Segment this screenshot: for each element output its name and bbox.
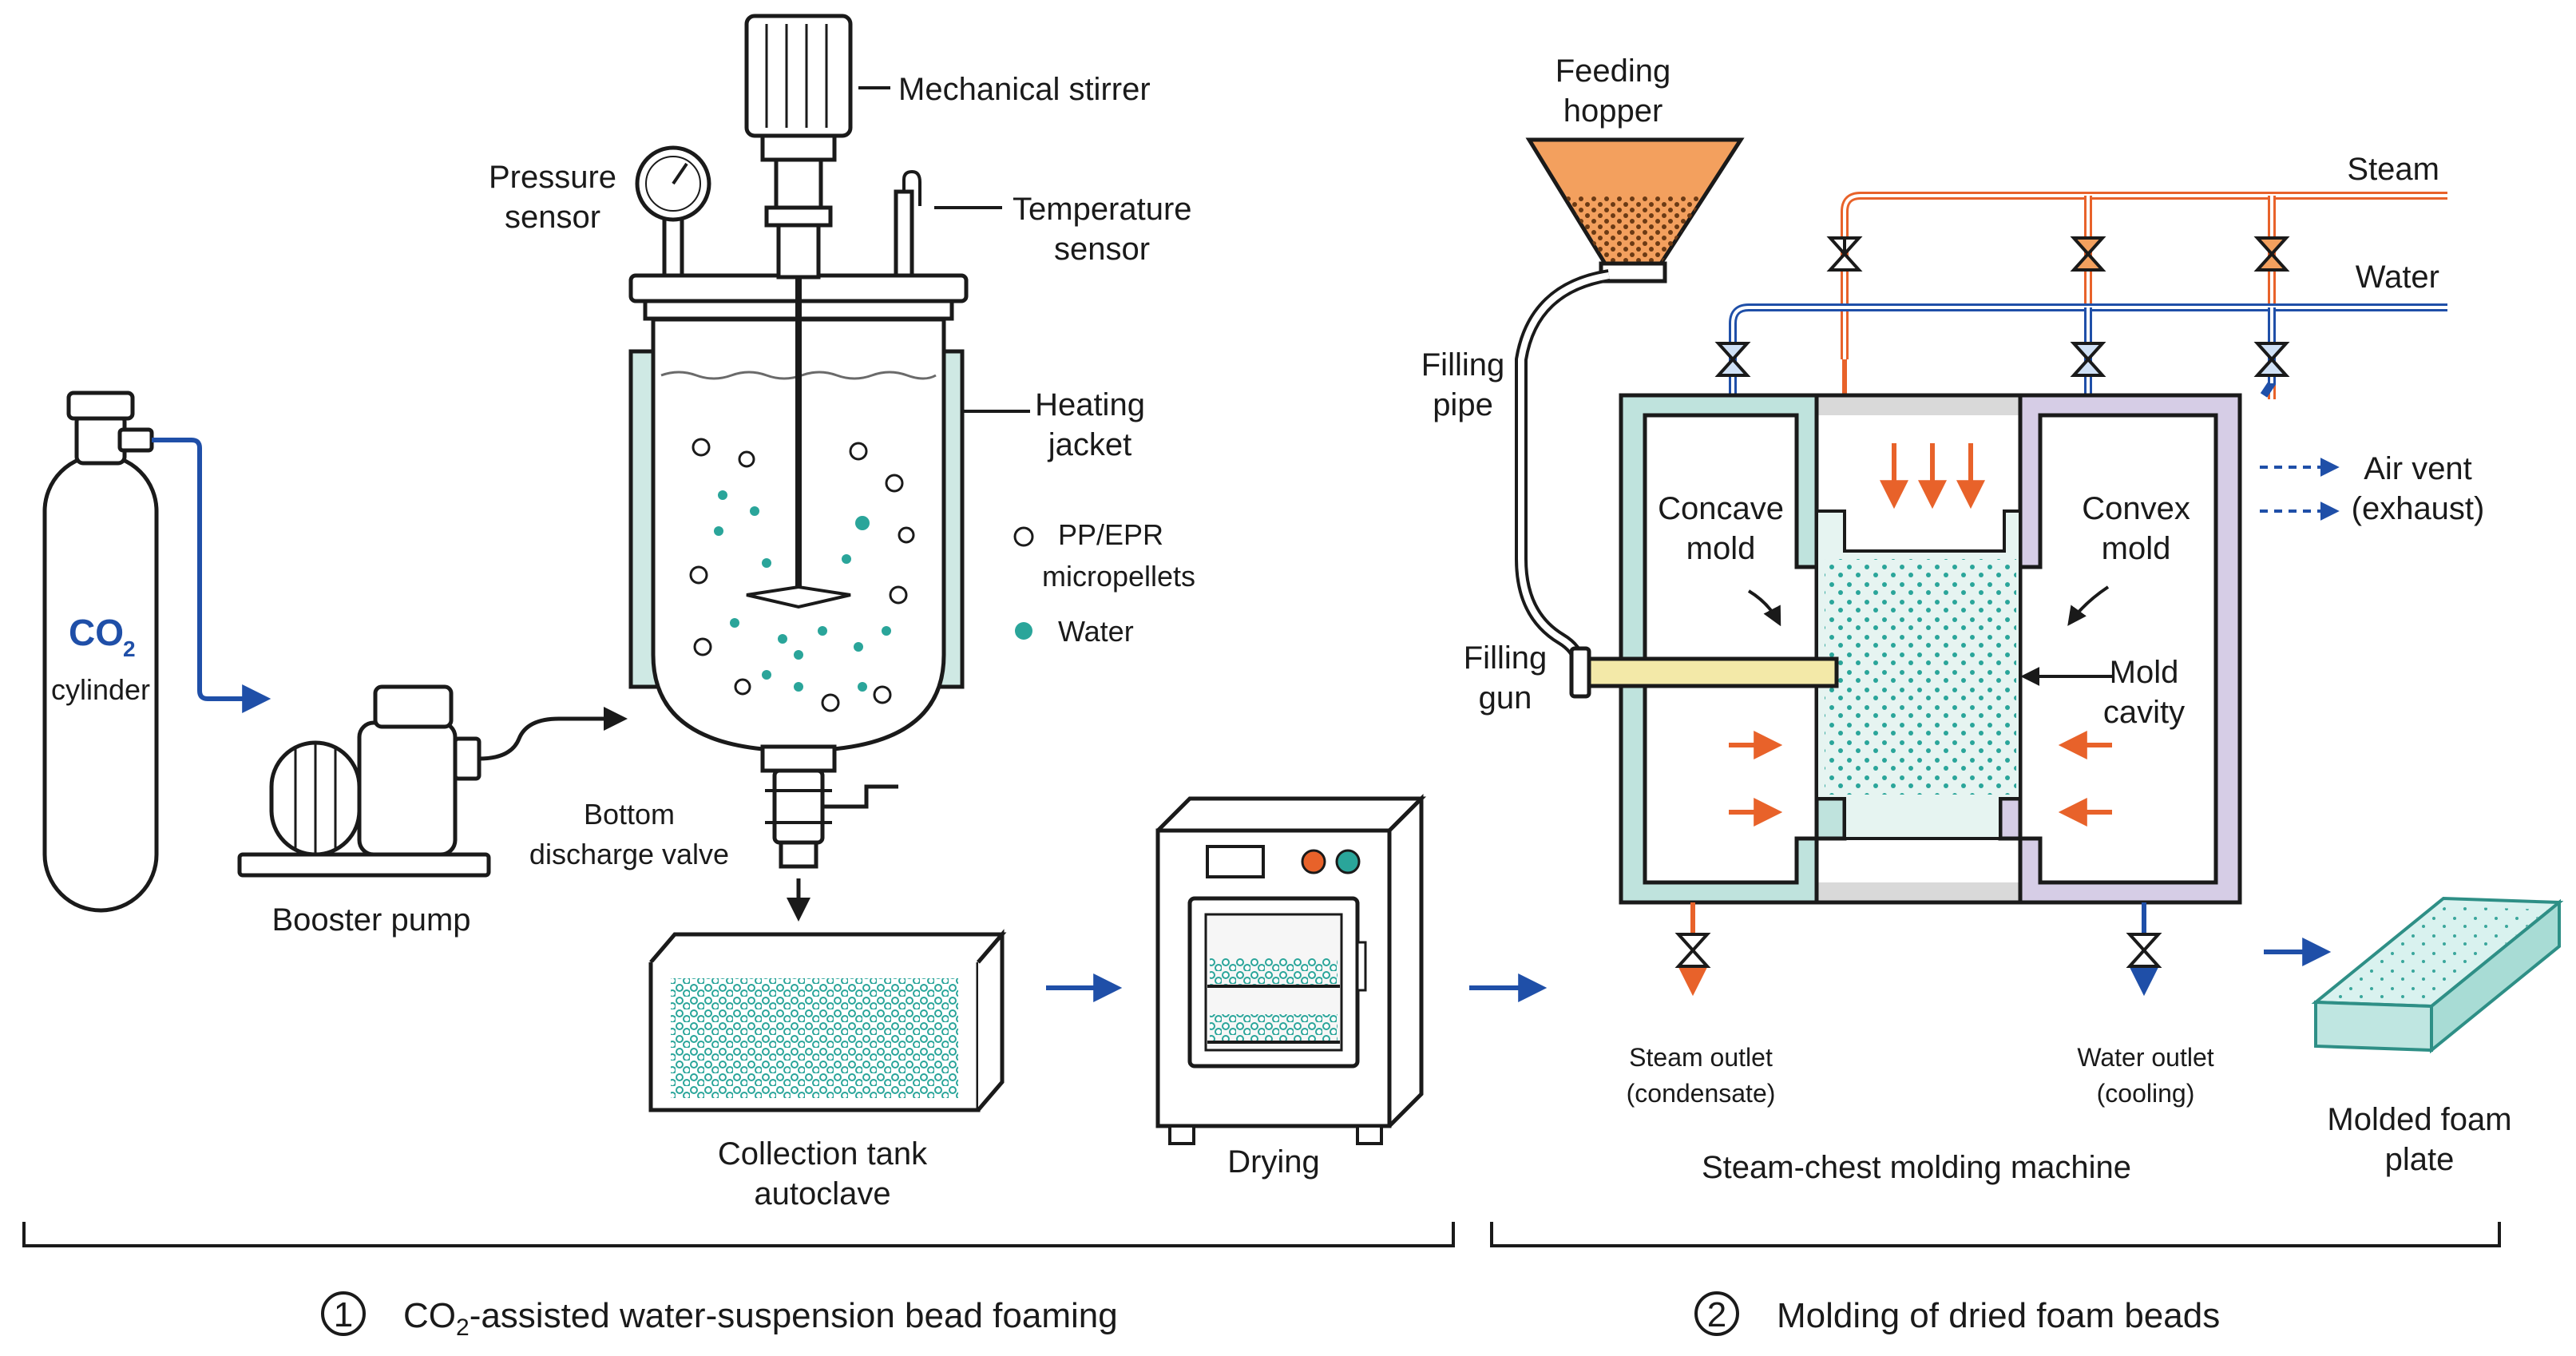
steam-outlet-valve	[1674, 933, 1711, 968]
convex-leader	[2067, 585, 2110, 626]
bottom-discharge-valve	[772, 768, 825, 845]
pressure-sensor-label-2: sensor	[505, 200, 600, 235]
section-1-title: CO2-assisted water-suspension bead foami…	[403, 1296, 1118, 1341]
drying-label: Drying	[1227, 1144, 1320, 1180]
foam-plate-label-2: plate	[2385, 1142, 2455, 1177]
legend-pellets-label-2: micropellets	[1042, 560, 1195, 593]
concave-mold-label-2: mold	[1686, 531, 1756, 566]
air-vent-label-2: (exhaust)	[2352, 491, 2485, 526]
filling-pipe-label-2: pipe	[1433, 387, 1493, 422]
feeding-hopper	[1525, 137, 1745, 283]
molding-machine-label: Steam-chest molding machine	[1702, 1150, 2131, 1185]
section-1-badge	[321, 1291, 366, 1336]
legend-pellet-icon	[1013, 526, 1034, 547]
water-label: Water	[2356, 260, 2439, 295]
steam-valve-2	[2070, 236, 2106, 272]
section-2-badge	[1694, 1291, 1739, 1336]
section-1-sub: 2	[456, 1314, 470, 1341]
legend-pellets-label-1: PP/EPR	[1058, 518, 1163, 551]
booster-pump-label: Booster pump	[271, 902, 470, 938]
concave-leader	[1747, 589, 1781, 627]
section-1-number: 1	[334, 1295, 353, 1334]
molded-foam-plate	[2311, 896, 2564, 1054]
concave-mold-label-1: Concave	[1658, 491, 1784, 526]
foam-plate-label-1: Molded foam	[2327, 1102, 2511, 1137]
convex-mold-label-1: Convex	[2082, 491, 2190, 526]
collection-tank	[648, 929, 1007, 1112]
co2-cylinder-label: cylinder	[51, 673, 150, 706]
bottom-valve-label-2: discharge valve	[529, 838, 729, 870]
collection-tank-label-1: Collection tank	[718, 1136, 928, 1172]
co2-subscript: 2	[123, 636, 136, 661]
temperature-sensor-label-2: sensor	[1054, 232, 1150, 267]
co2-feed-line	[152, 438, 271, 713]
feeding-hopper-label-1: Feeding	[1556, 54, 1671, 89]
section-2-bracket	[1490, 1222, 2501, 1247]
section-2-title: Molding of dried foam beads	[1777, 1296, 2220, 1335]
legend-water-label: Water	[1058, 615, 1134, 648]
water-outlet-label-1: Water outlet	[2077, 1043, 2213, 1072]
steam-valve-3	[2253, 236, 2290, 272]
co2-label: CO	[69, 612, 124, 653]
section-1-pre: CO	[403, 1296, 456, 1335]
filling-gun	[1569, 646, 1839, 699]
temperature-sensor-label-1: Temperature	[1013, 192, 1192, 227]
water-valve-2	[2070, 342, 2106, 377]
bottom-valve-label-1: Bottom	[584, 798, 675, 831]
filling-pipe	[1518, 272, 1610, 664]
booster-pump: Booster pump	[237, 684, 491, 938]
filling-gun-label-2: gun	[1479, 680, 1532, 716]
section-1-bracket	[22, 1222, 1455, 1247]
reactor-vessel	[628, 240, 969, 869]
temperature-sensor	[894, 169, 1002, 278]
convex-mold-label-2: mold	[2102, 531, 2171, 566]
steam-outlet-label-1: Steam outlet	[1629, 1043, 1773, 1072]
mechanical-stirrer-label: Mechanical stirrer	[898, 72, 1151, 107]
drying-oven	[1155, 793, 1427, 1145]
water-outlet-valve	[2126, 933, 2162, 968]
pump-to-reactor-line	[478, 707, 628, 761]
filling-pipe-outer	[1515, 269, 1611, 664]
steam-valve-1	[1826, 236, 1863, 272]
heating-jacket-label-1: Heating	[1035, 387, 1145, 422]
collection-tank-label-2: autoclave	[754, 1176, 890, 1211]
filling-pipe-label-1: Filling	[1421, 347, 1504, 383]
water-valve-1	[1714, 342, 1751, 377]
mold-cavity-label-1: Mold	[2110, 655, 2179, 690]
feeding-hopper-label-2: hopper	[1563, 93, 1663, 129]
section-2-number: 2	[1707, 1295, 1726, 1334]
water-outlet-label-2: (cooling)	[2097, 1079, 2195, 1108]
pressure-gauge	[635, 145, 711, 278]
steam-outlet-label-2: (condensate)	[1627, 1079, 1776, 1108]
mold-cavity-label-2: cavity	[2103, 695, 2185, 730]
water-valve-3	[2253, 342, 2290, 377]
heating-jacket-label-2: jacket	[1048, 427, 1132, 462]
pellets-and-water	[689, 438, 915, 712]
filling-gun-label-1: Filling	[1464, 640, 1547, 676]
co2-cylinder: CO 2 cylinder	[42, 391, 159, 913]
air-vent-label-1: Air vent	[2364, 451, 2472, 486]
mechanical-stirrer	[744, 14, 853, 280]
section-1-post: -assisted water-suspension bead foaming	[470, 1296, 1118, 1335]
legend-water-icon	[1015, 622, 1032, 640]
pressure-sensor-label-1: Pressure	[489, 160, 616, 195]
steam-label: Steam	[2347, 152, 2439, 187]
